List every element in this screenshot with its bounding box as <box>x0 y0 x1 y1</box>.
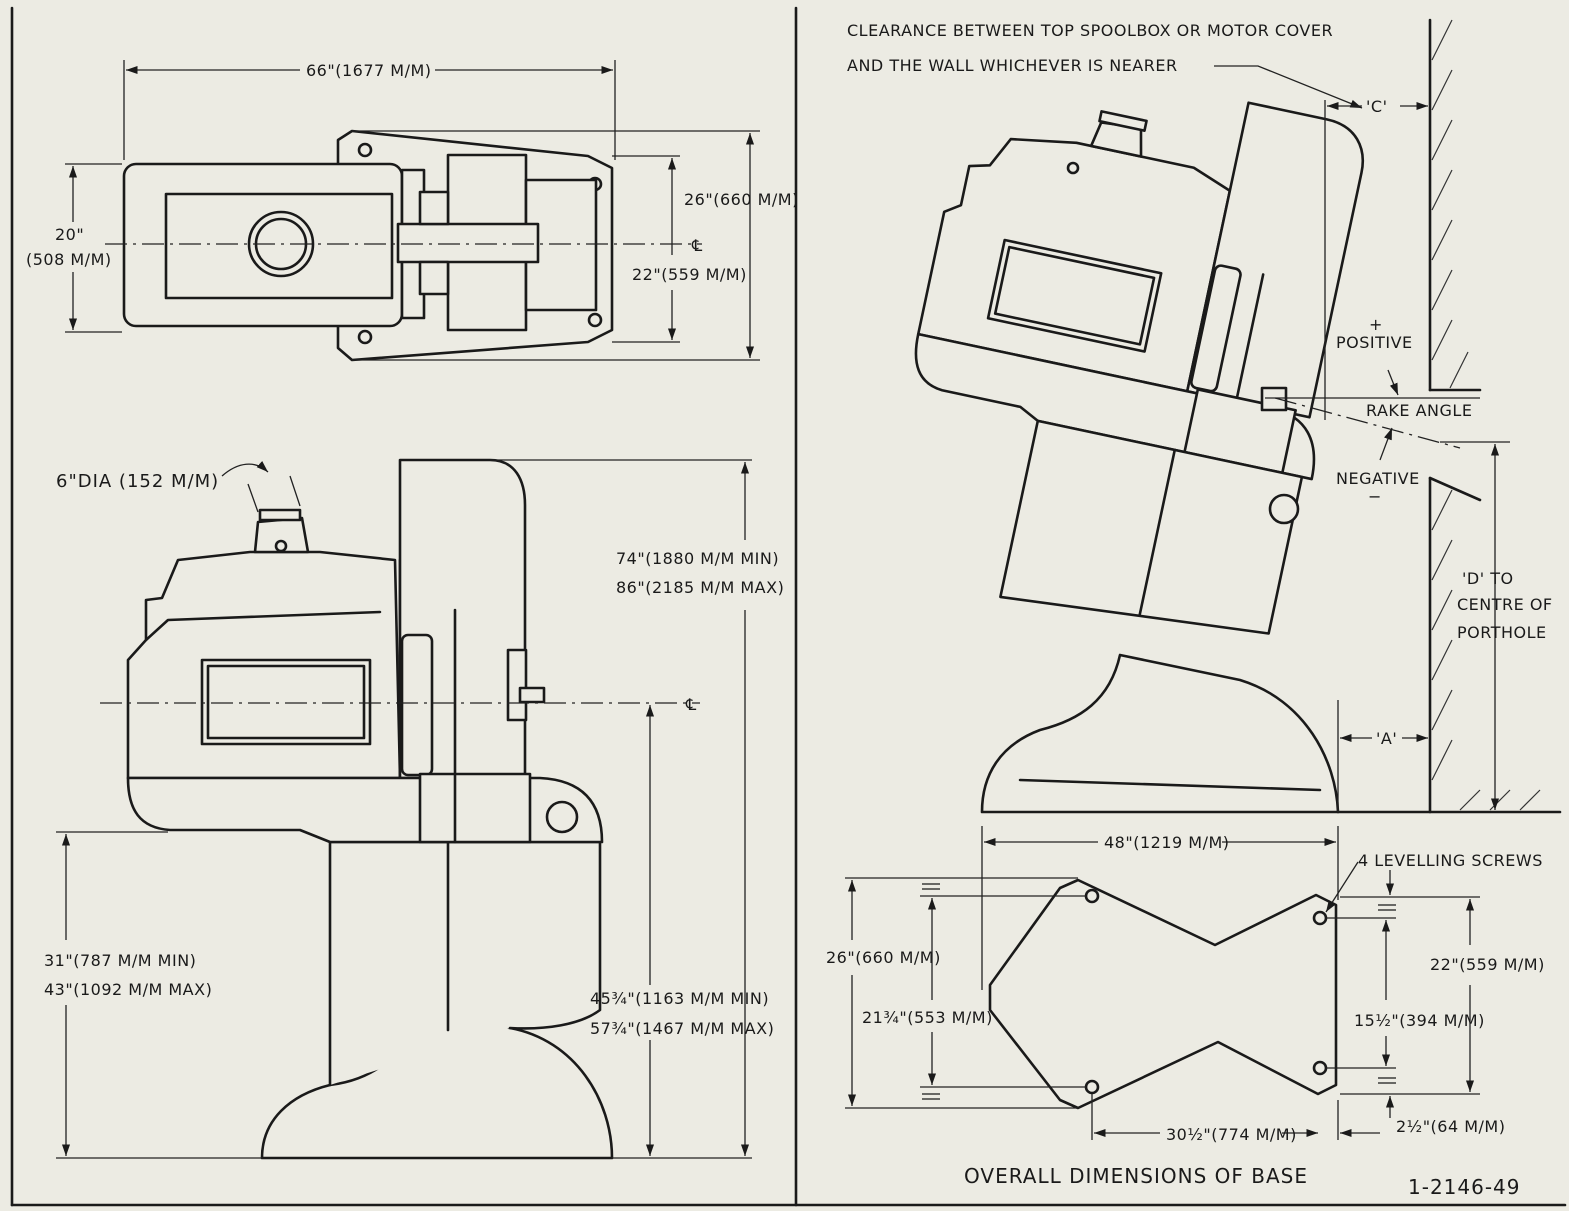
base-right-outer-label: 22"(559 M/M) <box>1430 955 1545 974</box>
rake-porthole <box>1268 493 1300 525</box>
base-width-inner-label: 21¾"(553 M/M) <box>862 1008 993 1027</box>
base-view: 48"(1219 M/M) 4 LEVELLING SCREWS 26"(660… <box>826 826 1545 1199</box>
levelling-screw <box>1084 888 1100 904</box>
wall-hatching <box>1431 19 1541 811</box>
label-a: 'A' <box>1376 729 1397 748</box>
plan-bolt-hole <box>357 329 373 345</box>
plan-width-26-label: 26"(660 M/M) <box>684 190 799 209</box>
base-length-label: 48"(1219 M/M) <box>1104 833 1230 852</box>
plan-length-label: 66"(1677 M/M) <box>306 61 432 80</box>
svg-text:℄: ℄ <box>685 695 697 714</box>
side-height-label-2: 86"(2185 M/M MAX) <box>616 578 784 597</box>
levelling-screw <box>1084 1079 1100 1095</box>
side-height-label-1: 74"(1880 M/M MIN) <box>616 549 779 568</box>
rake-pedestal <box>980 653 1340 814</box>
levelling-screw <box>1312 910 1328 926</box>
base-title: OVERALL DIMENSIONS OF BASE <box>964 1164 1308 1188</box>
rake-view: CLEARANCE BETWEEN TOP SPOOLBOX OR MOTOR … <box>847 18 1562 814</box>
clearance-note-1: CLEARANCE BETWEEN TOP SPOOLBOX OR MOTOR … <box>847 21 1333 40</box>
base-width-outer-label: 26"(660 M/M) <box>826 948 941 967</box>
negative-sign: − <box>1368 487 1382 506</box>
label-d-2: CENTRE OF <box>1457 595 1553 614</box>
plan-view: ℄ 66"(1677 M/M) 20" (508 M/M) 26"(660 M/… <box>26 60 799 362</box>
levelling-label: 4 LEVELLING SCREWS <box>1358 851 1543 870</box>
rake-spoolbox <box>1185 101 1364 419</box>
base-bottom-length-label: 30½"(774 M/M) <box>1166 1125 1297 1144</box>
positive-label: POSITIVE <box>1336 333 1413 352</box>
side-centre-height-1: 45¾"(1163 M/M MIN) <box>590 989 769 1008</box>
side-base-height-2: 43"(1092 M/M MAX) <box>44 980 212 999</box>
base-outline <box>988 878 1338 1110</box>
plan-width-label-1: 20" <box>55 225 84 244</box>
drawing-number: 1-2146-49 <box>1408 1175 1521 1199</box>
positive-sign: + <box>1369 315 1383 334</box>
plan-bolt-hole <box>587 312 603 328</box>
base-edge-label: 2½"(64 M/M) <box>1396 1117 1505 1136</box>
side-porthole <box>545 800 579 834</box>
levelling-screw <box>1312 1060 1328 1076</box>
rake-angle-label: RAKE ANGLE <box>1366 401 1472 420</box>
sheet-border <box>10 6 1567 1207</box>
plan-bolt-hole <box>357 142 373 158</box>
label-d-3: PORTHOLE <box>1457 623 1547 642</box>
plan-porthole <box>247 210 315 278</box>
side-base-height-1: 31"(787 M/M MIN) <box>44 951 196 970</box>
label-c: 'C' <box>1366 97 1387 116</box>
svg-text:℄: ℄ <box>691 236 703 255</box>
base-right-inner-label: 15½"(394 M/M) <box>1354 1011 1485 1030</box>
clearance-note-2: AND THE WALL WHICHEVER IS NEARER <box>847 56 1178 75</box>
plan-shaft <box>396 222 540 264</box>
side-centre-height-2: 57¾"(1467 M/M MAX) <box>590 1019 774 1038</box>
plan-spool-window <box>164 192 394 300</box>
negative-label: NEGATIVE <box>1336 469 1420 488</box>
plan-width-label-2: (508 M/M) <box>26 250 112 269</box>
label-d-1: 'D' TO <box>1462 569 1514 588</box>
porthole-dia-label: 6"DIA (152 M/M) <box>56 471 219 492</box>
side-view: 6"DIA (152 M/M) ℄ 74"(1880 M/M MIN) 86"(… <box>44 458 784 1160</box>
side-spool-window <box>200 658 372 746</box>
plan-width-22-label: 22"(559 M/M) <box>632 265 747 284</box>
